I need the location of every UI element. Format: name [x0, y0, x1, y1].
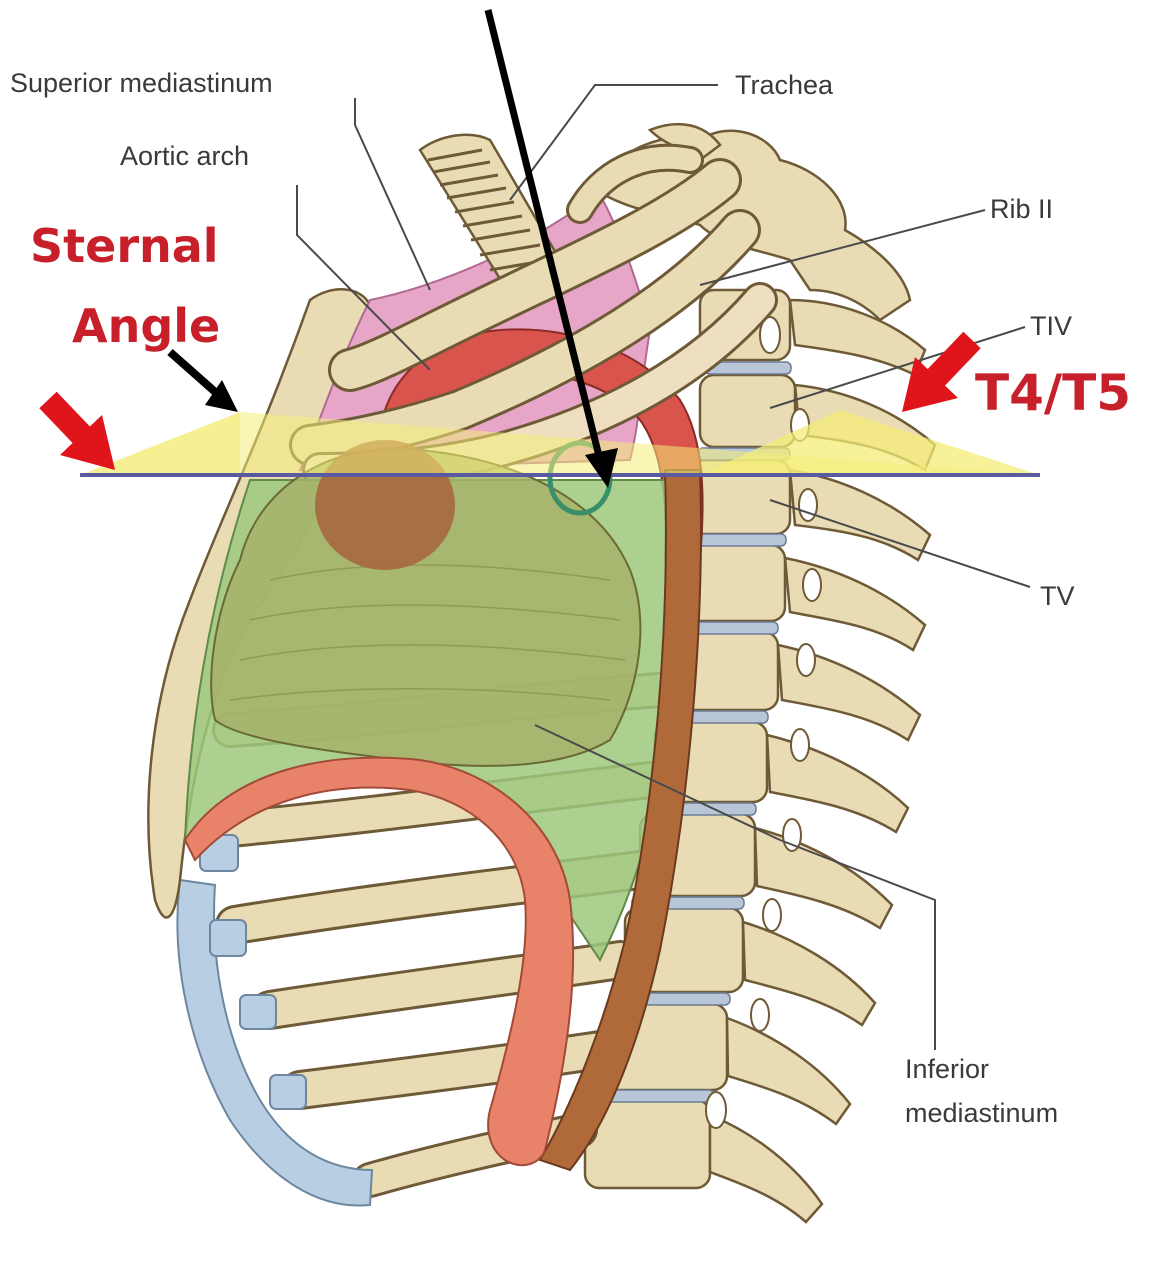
label-tv: TV — [1040, 581, 1075, 611]
label-superior-mediastinum: Superior mediastinum — [10, 68, 273, 98]
label-inferior-line1: Inferior — [905, 1054, 989, 1084]
annotation-angle: Angle — [72, 299, 220, 353]
sternal-black-arrow — [170, 352, 222, 398]
annotation-t4t5: T4/T5 — [975, 364, 1131, 422]
label-inferior-line2: mediastinum — [905, 1098, 1058, 1128]
label-trachea: Trachea — [735, 70, 834, 100]
left-red-arrow — [48, 400, 115, 470]
label-tiv: TIV — [1030, 311, 1072, 341]
annotation-sternal: Sternal — [30, 219, 219, 273]
label-rib-ii: Rib II — [990, 194, 1053, 224]
leader-superior-mediastinum — [355, 98, 430, 290]
label-aortic-arch: Aortic arch — [120, 141, 249, 171]
